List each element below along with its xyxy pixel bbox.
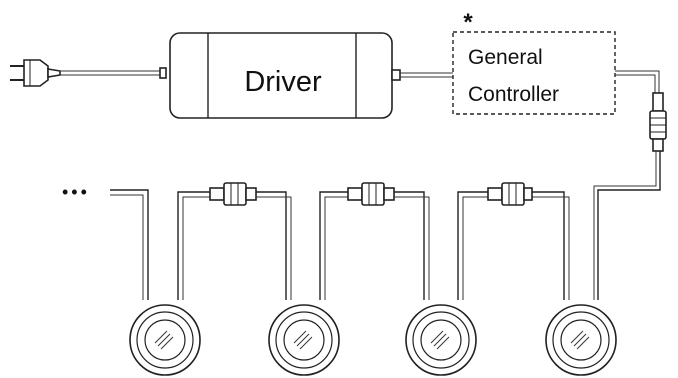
driver-output-wire [391,69,453,81]
inline-connector-icon [347,182,395,206]
general-controller-box: General Controller * [452,9,616,115]
continuation-ellipsis: ••• [62,182,90,202]
driver-label: Driver [244,66,322,98]
controller-output-wire [615,70,660,93]
puck-light-icon [129,304,201,376]
optional-marker: * [463,9,473,36]
light-2-wires [256,191,348,300]
driver-box: Driver [169,32,393,119]
light-4-feed-wire [593,151,661,300]
inline-connector-icon [487,182,533,206]
power-plug-icon [10,59,61,87]
controller-label-line1: General [468,46,543,69]
inline-connector-icon [649,92,667,152]
power-cord [60,67,167,79]
inline-connector-icon [209,182,257,206]
puck-light-icon [405,304,477,376]
controller-label-line2: Controller [468,83,559,106]
light-3-wires [394,191,488,300]
light-4-wires [532,191,570,300]
puck-light-icon [545,304,617,376]
light-1-wires [110,189,210,300]
puck-light-icon [268,304,340,376]
